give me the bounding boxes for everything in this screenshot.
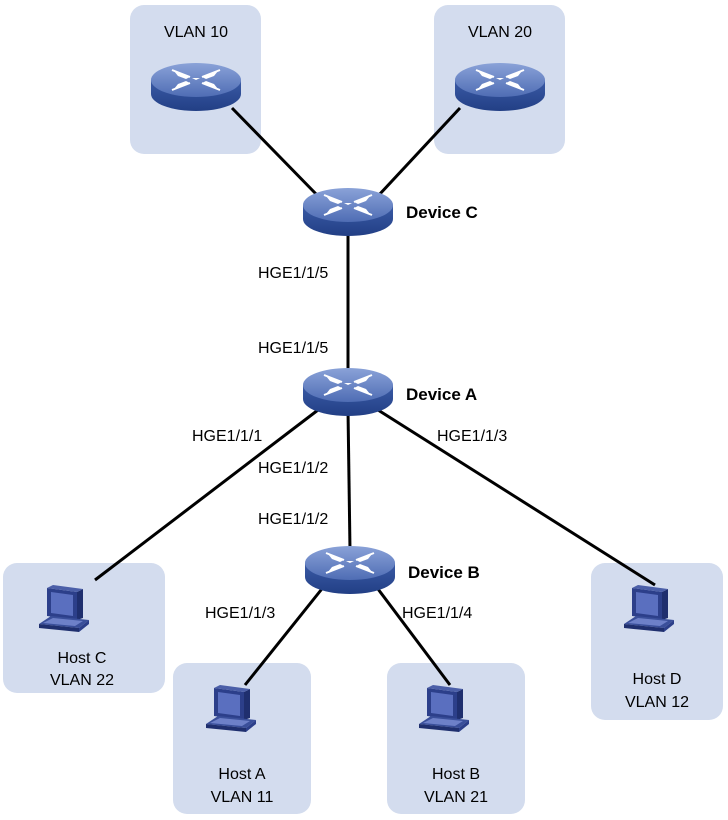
vlan20-switch-icon [454, 62, 546, 112]
link-vlan20-device-c [376, 106, 462, 198]
vlan10-switch-icon [150, 62, 242, 112]
device-a-label: Device A [406, 385, 477, 404]
host-b-vlan: VLAN 21 [424, 789, 488, 806]
link-vlan10-device-c [230, 106, 320, 198]
host-a-zone [173, 663, 311, 814]
vlan20-label: VLAN 20 [468, 24, 532, 41]
port-a-to-host-c-label: HGE1/1/1 [192, 428, 262, 445]
link-device-a-device-b [346, 409, 352, 551]
device-c-label: Device C [406, 203, 478, 222]
host-b-zone [387, 663, 525, 814]
port-a-to-host-d-label: HGE1/1/3 [437, 428, 507, 445]
device-c-switch-icon [302, 187, 394, 237]
link-device-a-host-d [377, 408, 656, 587]
link-device-a-host-c [94, 408, 319, 582]
link-device-b-host-a [243, 584, 327, 686]
vlan10-label: VLAN 10 [164, 24, 228, 41]
host-d-vlan: VLAN 12 [625, 694, 689, 711]
host-d-zone [591, 563, 723, 720]
host-c-vlan: VLAN 22 [50, 672, 114, 689]
device-b-label: Device B [408, 563, 480, 582]
host-a-name: Host A [218, 766, 265, 783]
port-a-to-b-label: HGE1/1/2 [258, 460, 328, 477]
port-c-down-label: HGE1/1/5 [258, 265, 328, 282]
host-d-name: Host D [633, 671, 682, 688]
host-b-name: Host B [432, 766, 480, 783]
device-a-switch-icon [302, 367, 394, 417]
host-a-vlan: VLAN 11 [211, 789, 274, 806]
port-b-up-label: HGE1/1/2 [258, 511, 328, 528]
device-b-switch-icon [304, 545, 396, 595]
link-device-b-host-b [373, 584, 452, 686]
port-b-to-host-a-label: HGE1/1/3 [205, 605, 275, 622]
host-c-name: Host C [58, 650, 107, 667]
port-a-up-label: HGE1/1/5 [258, 340, 328, 357]
port-b-to-host-b-label: HGE1/1/4 [402, 605, 472, 622]
